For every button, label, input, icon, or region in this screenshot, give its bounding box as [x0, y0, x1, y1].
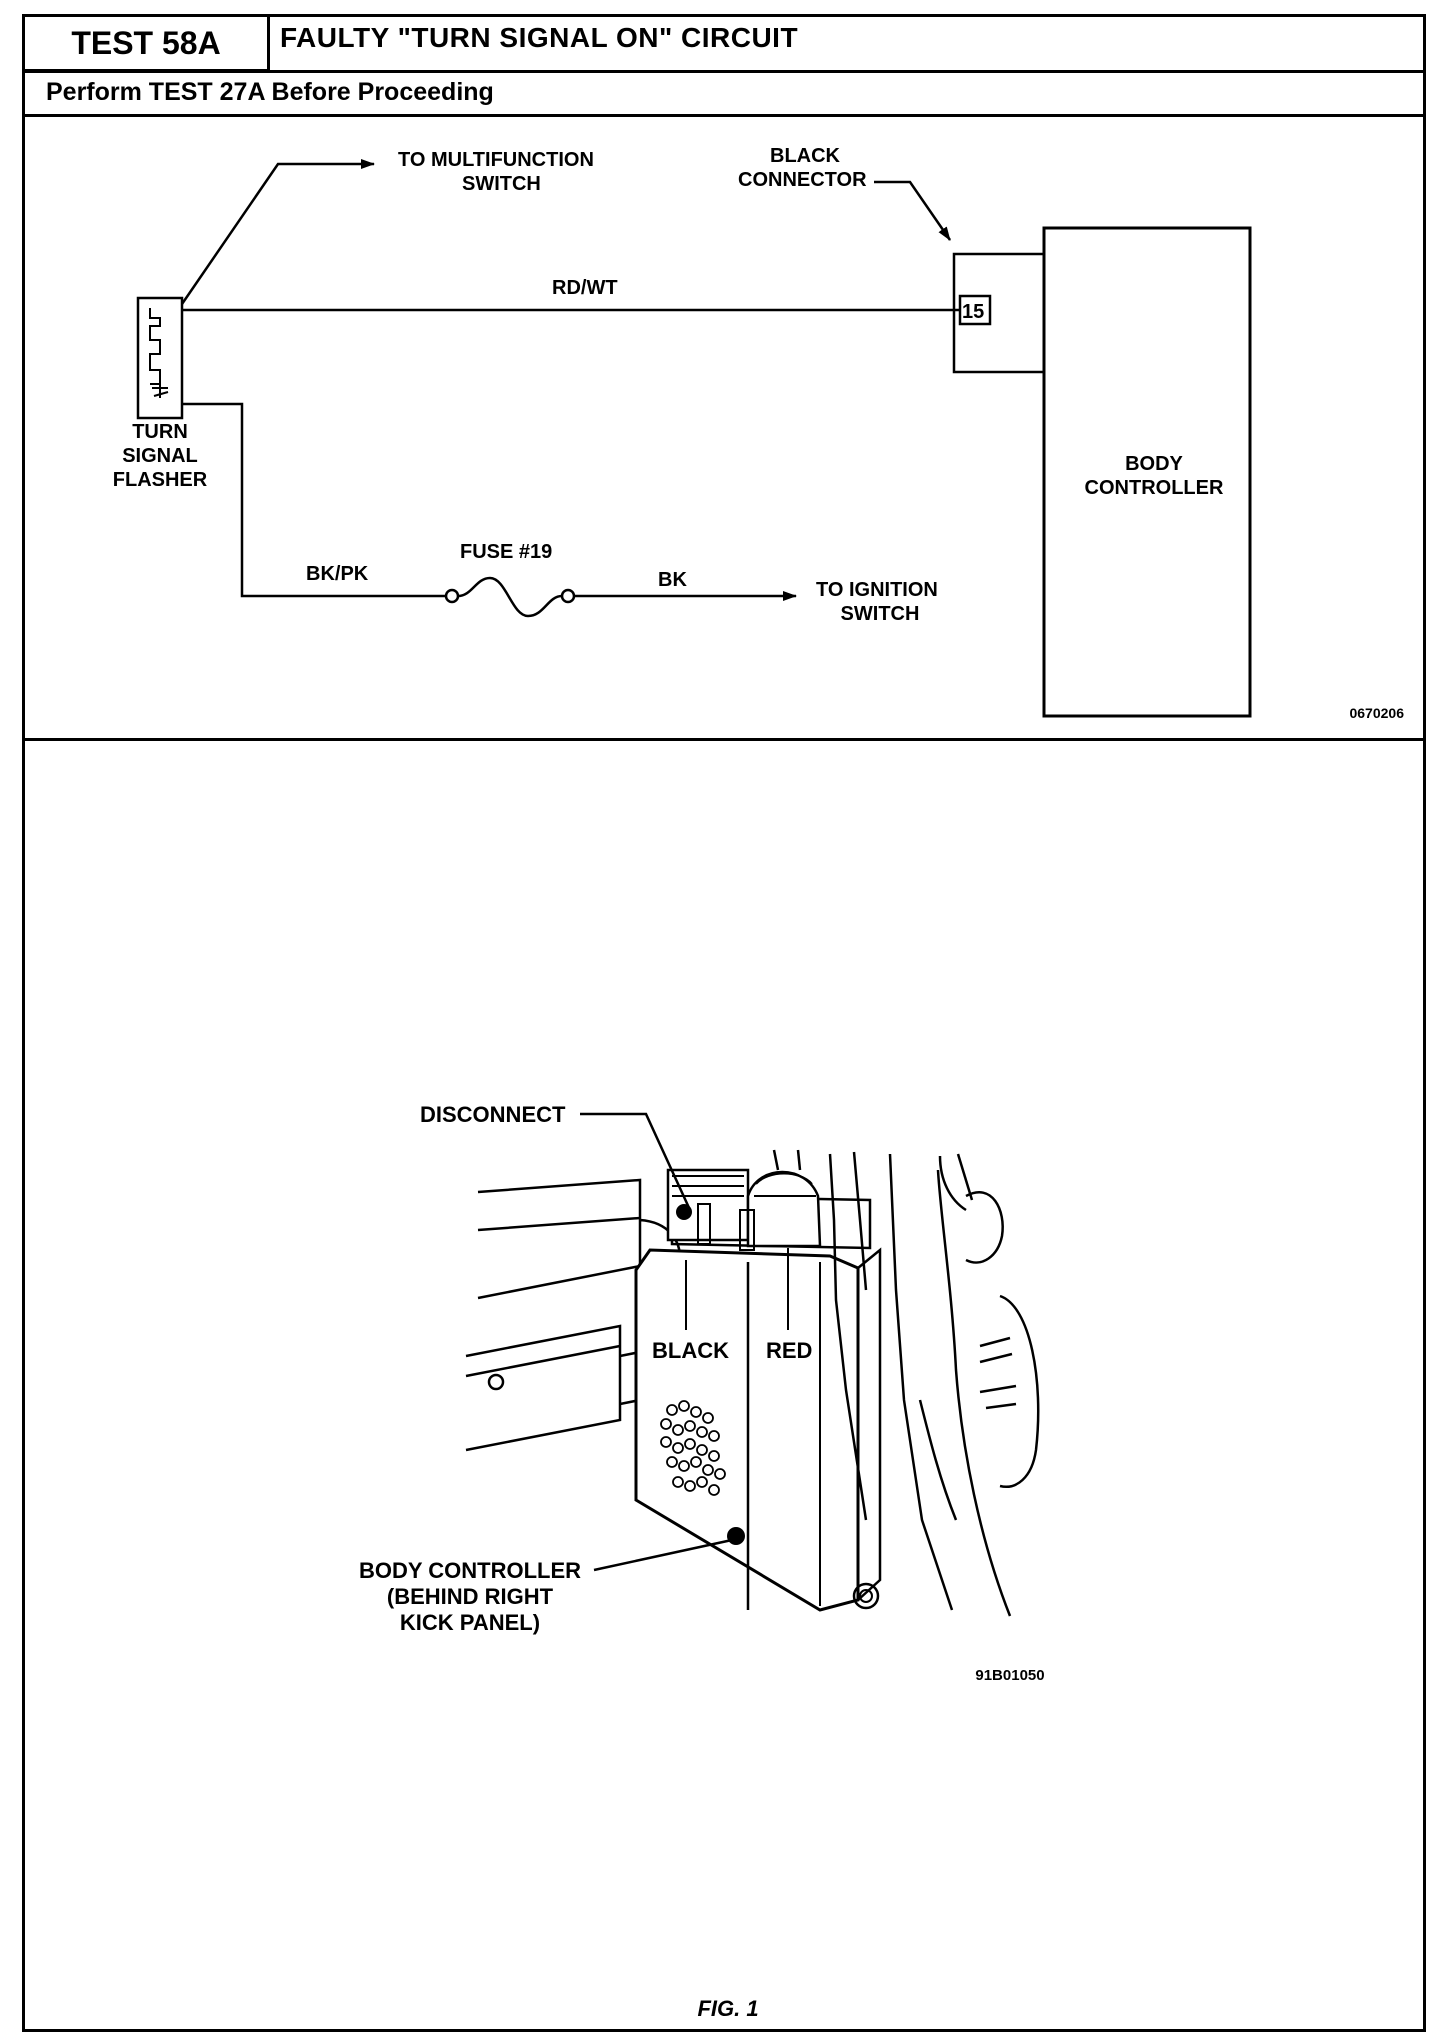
body-controller-module	[634, 1168, 882, 1612]
black-connector-pointer	[874, 180, 952, 241]
dash-panel	[465, 1178, 660, 1452]
wire-bk-pk	[182, 402, 446, 598]
body-controller-box	[1042, 226, 1252, 718]
label-to-ignition: TO IGNITION	[816, 579, 938, 601]
label-bk: BK	[658, 569, 687, 591]
page-frame	[22, 14, 1426, 2032]
prerequisite-note: Perform TEST 27A Before Proceeding	[46, 78, 494, 106]
label-body-controller: BODY CONTROLLER	[359, 1558, 581, 1583]
label-switch-bottom: SWITCH	[841, 603, 920, 625]
page-title: FAULTY "TURN SIGNAL ON" CIRCUIT	[280, 22, 799, 53]
label-flasher: FLASHER	[113, 469, 208, 491]
label-black-connector: BLACK	[652, 1338, 729, 1363]
label-to-multifunction: TO MULTIFUNCTION	[398, 149, 594, 171]
label-rd-wt: RD/WT	[552, 277, 618, 299]
wiring-harness	[772, 1149, 1040, 1617]
header-divider	[22, 70, 1426, 73]
label-bk-pk: BK/PK	[306, 563, 369, 585]
label-turn: TURN	[132, 421, 188, 443]
fuse-19	[444, 576, 576, 618]
figure-caption: FIG. 1	[697, 1996, 759, 2021]
turn-signal-flasher	[136, 296, 184, 420]
label-fuse-19: FUSE #19	[460, 541, 552, 563]
label-body: BODY	[1125, 453, 1183, 475]
label-kick-panel: KICK PANEL)	[400, 1610, 540, 1635]
label-pin-15: 15	[962, 301, 984, 323]
label-connector: CONNECTOR	[738, 169, 867, 191]
disconnect-pointer	[580, 1112, 692, 1211]
section-divider-top	[22, 114, 1426, 117]
label-behind-right: (BEHIND RIGHT	[387, 1584, 554, 1609]
wire-to-multifunction	[180, 159, 375, 305]
label-signal: SIGNAL	[122, 445, 198, 467]
schematic-figure-code: 0670206	[1349, 705, 1404, 721]
label-red-connector: RED	[766, 1338, 812, 1363]
body-controller-pointer	[593, 1538, 733, 1572]
label-black: BLACK	[770, 145, 841, 167]
label-switch-top: SWITCH	[462, 173, 541, 195]
label-disconnect: DISCONNECT	[420, 1102, 566, 1127]
section-divider-middle	[22, 738, 1426, 741]
label-controller: CONTROLLER	[1085, 477, 1224, 499]
illustration-figure-code: 91B01050	[975, 1667, 1044, 1684]
